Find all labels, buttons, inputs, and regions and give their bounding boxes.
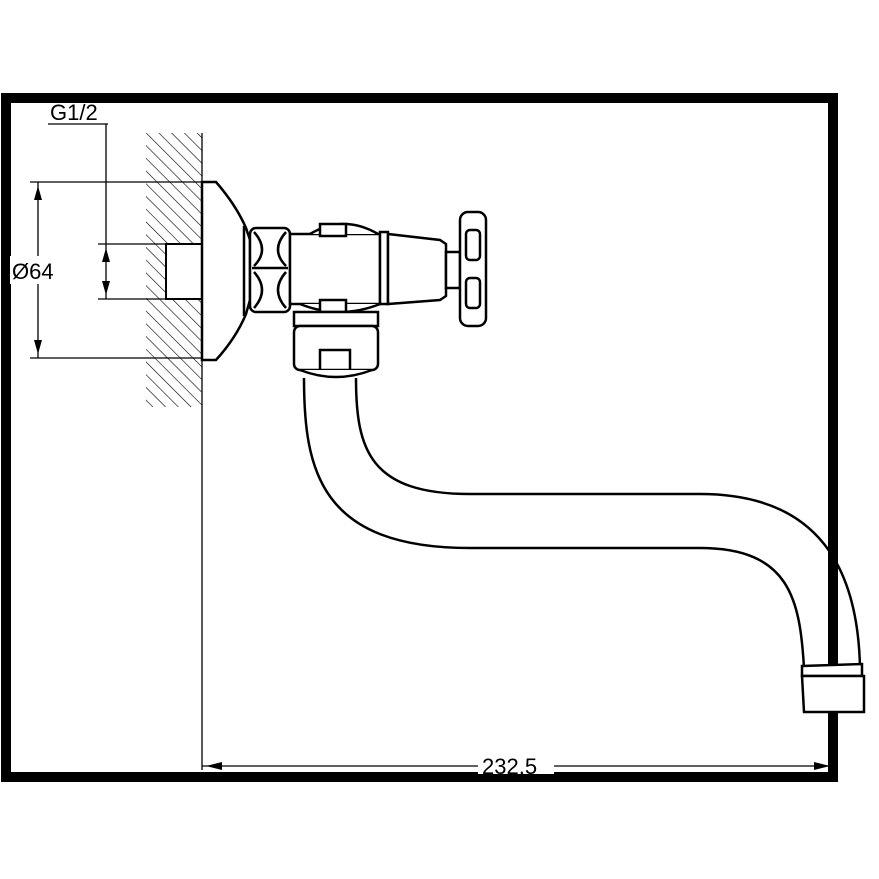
diameter-dimension: Ø64 bbox=[10, 181, 206, 359]
length-dimension: 232.5 bbox=[202, 712, 835, 779]
cross-handle bbox=[458, 210, 488, 328]
wall-section bbox=[146, 133, 203, 770]
spout bbox=[302, 377, 862, 669]
wall-rosette bbox=[200, 180, 252, 362]
diameter-label: Ø64 bbox=[12, 259, 54, 284]
swivel-union bbox=[292, 310, 380, 379]
thread-label: G1/2 bbox=[50, 100, 98, 125]
hex-nut bbox=[248, 226, 292, 314]
valve-bonnet bbox=[378, 230, 462, 306]
aerator bbox=[800, 662, 866, 714]
length-label: 232.5 bbox=[482, 754, 537, 779]
thread-dimension: G1/2 bbox=[48, 100, 166, 300]
valve-body bbox=[288, 222, 382, 314]
drawing-frame bbox=[1, 93, 838, 782]
